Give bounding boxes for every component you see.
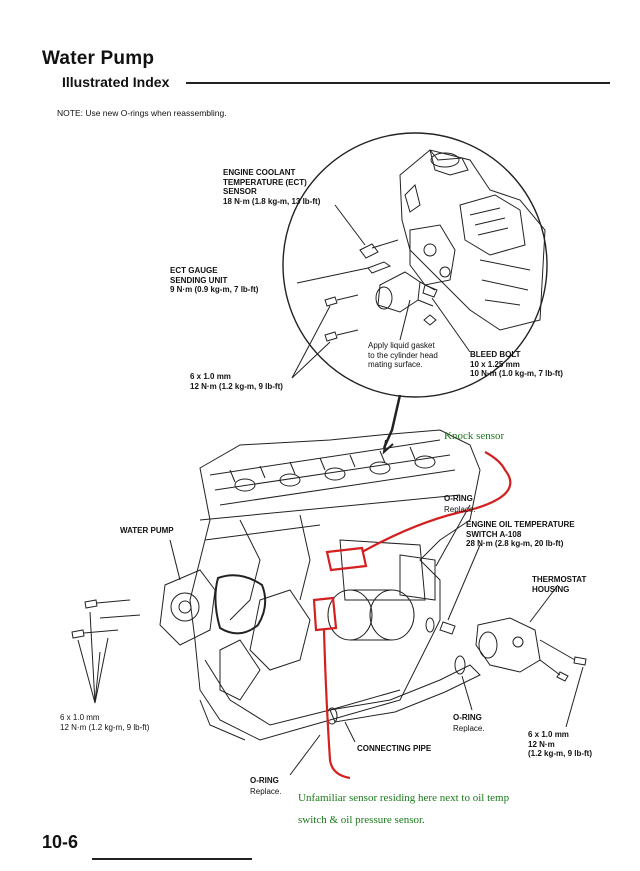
detail-circle bbox=[282, 132, 548, 398]
bleed-bolt-part bbox=[422, 284, 438, 298]
oring-bottom-note: Replace. bbox=[250, 787, 282, 796]
reassembly-note: NOTE: Use new O-rings when reassembling. bbox=[57, 108, 227, 118]
unfamiliar-sensor-annotation-line2: switch & oil pressure sensor. bbox=[298, 814, 425, 826]
knock-sensor-annotation: Knock sensor bbox=[444, 430, 505, 442]
water-pump-part bbox=[159, 569, 267, 646]
knock-sensor-marker-box bbox=[325, 546, 368, 572]
footer-rule bbox=[92, 858, 252, 860]
oring-part-2 bbox=[425, 617, 435, 633]
connecting-pipe-label: CONNECTING PIPE bbox=[357, 744, 432, 753]
ect-sensor-label: ENGINE COOLANT TEMPERATURE (ECT) SENSOR … bbox=[223, 168, 321, 206]
oring-top-note: Replace. bbox=[444, 505, 476, 514]
bleed-bolt-label: BLEED BOLT 10 x 1.25 mm 10 N·m (1.0 kg-m… bbox=[470, 350, 563, 378]
knock-sensor-arrow bbox=[361, 451, 512, 553]
oring-top-label: O-RING bbox=[444, 494, 473, 503]
header-rule bbox=[186, 82, 610, 84]
pump-bolts bbox=[71, 599, 141, 639]
oring-right-note: Replace. bbox=[453, 724, 485, 733]
ect-gauge-part bbox=[367, 261, 392, 274]
oil-temp-switch-label: ENGINE OIL TEMPERATURE SWITCH A-108 28 N… bbox=[466, 520, 575, 548]
oil-temp-switch-part bbox=[439, 621, 456, 635]
unfamiliar-sensor-arrow bbox=[322, 629, 351, 780]
head-bolts bbox=[324, 294, 359, 342]
oring-part-1 bbox=[454, 655, 466, 675]
engine-block bbox=[189, 429, 481, 741]
oring-bottom-label: O-RING bbox=[250, 776, 279, 785]
page-subtitle: Illustrated Index bbox=[62, 74, 170, 90]
unfamiliar-sensor-annotation-line1: Unfamiliar sensor residing here next to … bbox=[298, 792, 510, 804]
markup-group bbox=[312, 451, 512, 780]
thermostat-housing-part bbox=[475, 617, 587, 682]
bolt-spec-left-label: 6 x 1.0 mm 12 N·m (1.2 kg-m, 9 lb-ft) bbox=[60, 713, 150, 732]
ect-gauge-label: ECT GAUGE SENDING UNIT 9 N·m (0.9 kg-m, … bbox=[170, 266, 259, 294]
oring-right-label: O-RING bbox=[453, 713, 482, 722]
water-pump-label: WATER PUMP bbox=[120, 526, 174, 535]
page-title: Water Pump bbox=[42, 48, 155, 69]
page-number: 10-6 bbox=[42, 832, 79, 852]
unfamiliar-sensor-marker-box bbox=[312, 596, 338, 632]
bolt-spec-right-label: 6 x 1.0 mm 12 N·m (1.2 kg-m, 9 lb-ft) bbox=[528, 730, 593, 758]
cylinder-head-detail bbox=[399, 149, 546, 331]
thermostat-housing-label: THERMOSTAT HOUSING bbox=[532, 575, 587, 594]
liquid-gasket-label: Apply liquid gasket to the cylinder head… bbox=[368, 341, 438, 369]
bolt-spec-top-label: 6 x 1.0 mm 12 N·m (1.2 kg-m, 9 lb-ft) bbox=[190, 372, 283, 391]
ect-sensor-part bbox=[359, 239, 399, 259]
